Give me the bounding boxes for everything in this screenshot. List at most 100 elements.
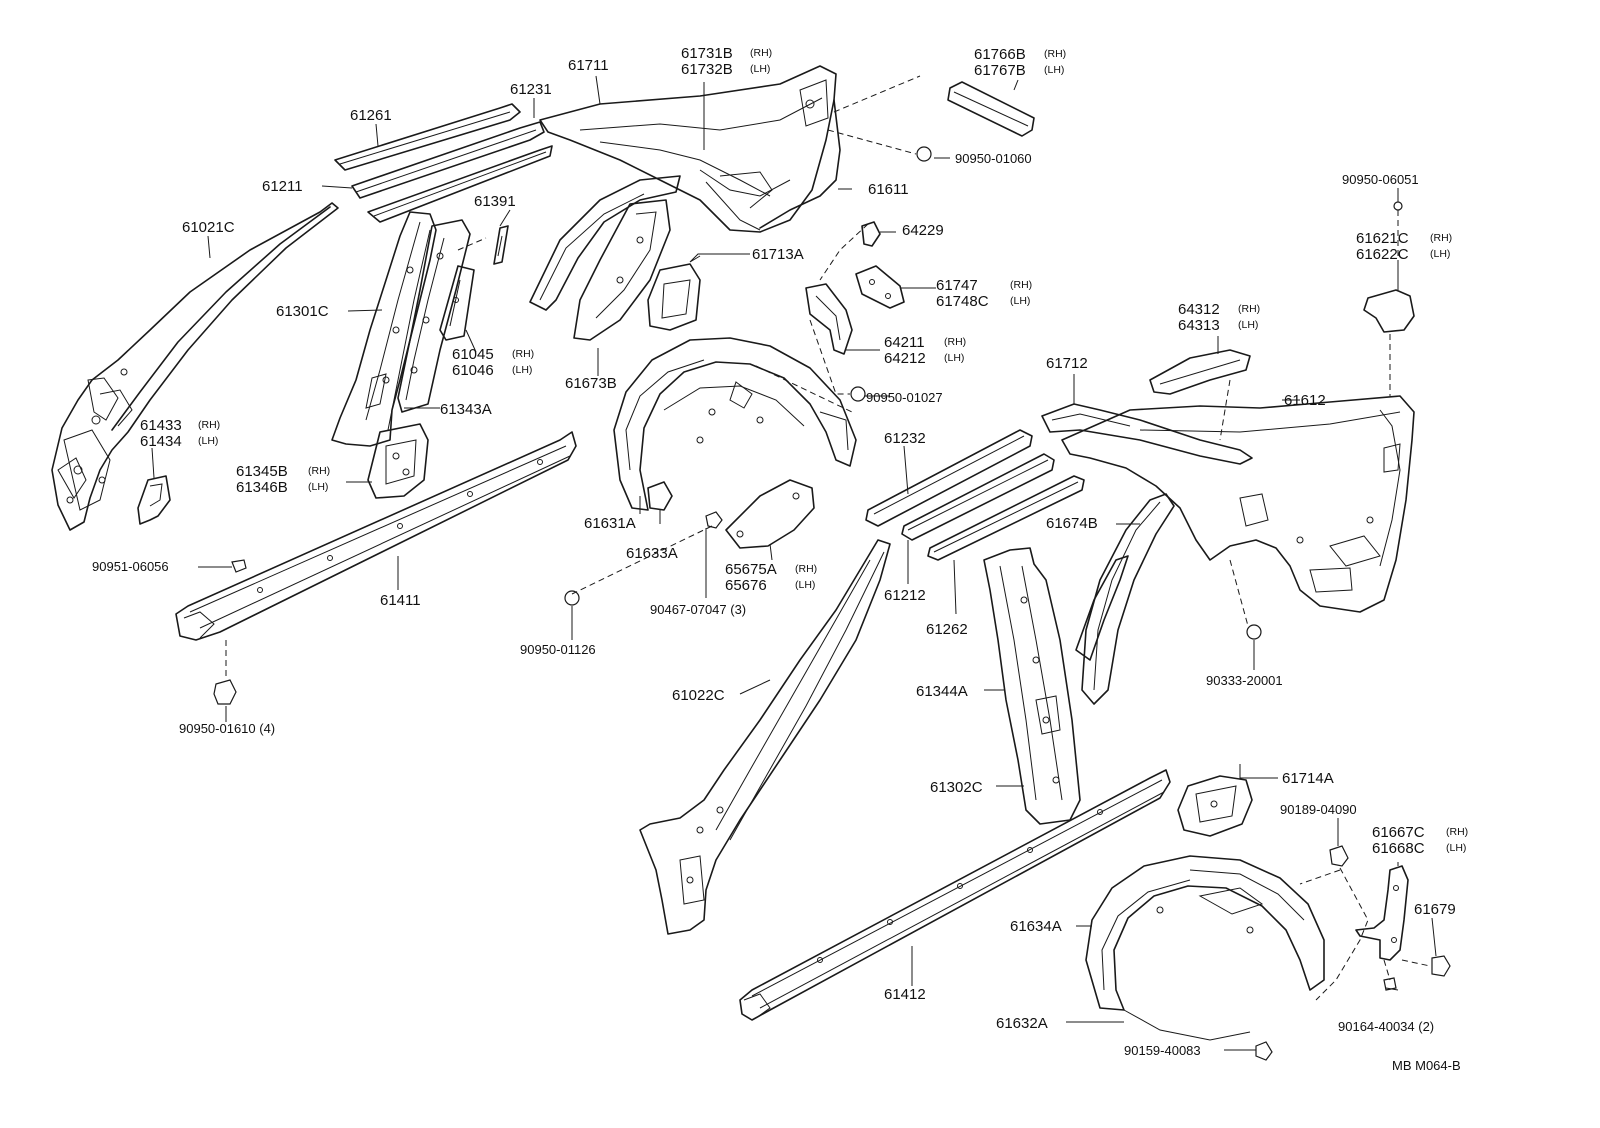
label-61433: 61433 [140,417,182,434]
label-64229: 64229 [902,222,944,239]
label-61667c-side: (RH) [1446,826,1468,838]
label-61346b: 61346B [236,479,288,496]
label-61021c: 61021C [182,219,235,236]
label-64312-side: (RH) [1238,303,1260,315]
fasteners [213,146,1451,1061]
label-61046-side: (LH) [512,364,532,376]
label-61748c: 61748C [936,293,989,310]
back-panel-61712 [1041,403,1253,465]
label-61673b: 61673B [565,375,617,392]
label-61301c: 61301C [276,303,329,320]
bracket-61667c [1355,865,1409,961]
label-61434-side: (LH) [198,435,218,447]
bracket-64211 [805,283,853,355]
label-61622c-side: (LH) [1430,248,1450,260]
label-61732b: 61732B [681,61,733,78]
label-61668c-side: (LH) [1446,842,1466,854]
label-61391: 61391 [474,193,516,210]
grommet-90950-01126 [564,590,580,606]
label-61434: 61434 [140,433,182,450]
label-61767b-side: (LH) [1044,64,1064,76]
label-61346b-side: (LH) [308,481,328,493]
rocker-panel-61411 [175,431,577,641]
rail-61766b [947,81,1035,137]
quarter-panel-61612 [1061,395,1415,613]
roof-rail-61211 [351,121,553,223]
clip-90467 [705,511,723,529]
front-pillar-61021c [51,202,339,531]
label-61634a: 61634A [1010,918,1062,935]
label-64212-side: (LH) [944,352,964,364]
wheelhouse-61674b [1075,493,1175,705]
strip-61391 [493,225,509,265]
label-61731b: 61731B [681,45,733,62]
label-61045: 61045 [452,346,494,363]
label-90951-06056: 90951-06056 [92,559,169,574]
bracket-64312 [1149,349,1251,395]
rocker-panel-61412 [739,769,1171,1021]
label-61713a: 61713A [752,246,804,263]
grommet-90333-20001 [1246,624,1262,640]
label-90950-06051: 90950-06051 [1342,172,1419,187]
label-61633a: 61633A [626,545,678,562]
label-61631a: 61631A [584,515,636,532]
label-61212: 61212 [884,587,926,604]
label-61611: 61611 [868,181,909,198]
label-61302c: 61302C [930,779,983,796]
label-90950-01610: 90950-01610 (4) [179,721,275,736]
label-61621c: 61621C [1356,230,1409,247]
label-61712: 61712 [1046,355,1088,372]
wheelhouse-liner-61631a [613,337,857,511]
roof-rail-61261 [334,103,521,171]
bracket-61433 [137,475,171,525]
clip-90189-04090 [1329,845,1349,867]
nut-61679 [1431,955,1451,977]
label-61731b-side: (RH) [750,47,772,59]
label-65675a: 65675A [725,561,777,578]
label-61345b: 61345B [236,463,288,480]
label-90164-40034: 90164-40034 (2) [1338,1019,1434,1034]
label-64313: 64313 [1178,317,1220,334]
bracket-61747 [855,265,905,309]
wheelhouse-61673b [529,175,681,311]
roof-rail-61232 [865,429,1033,527]
label-61022c: 61022C [672,687,725,704]
roof-rail-61262 [927,475,1085,561]
label-61766b-side: (RH) [1044,48,1066,60]
label-61412: 61412 [884,986,926,1003]
label-61231: 61231 [510,81,552,98]
drawing-code: MB M064-B [1392,1058,1461,1073]
label-64211-side: (RH) [944,336,966,348]
grommet-90950-01060 [916,146,932,162]
pillar-lower-61345b [367,423,429,499]
label-61345b-side: (RH) [308,465,330,477]
label-64212: 64212 [884,350,926,367]
label-61732b-side: (LH) [750,63,770,75]
part-labels: 61731B (RH) 61732B (LH) 61711 61231 6126… [92,45,1468,1073]
label-90467-07047: 90467-07047 (3) [650,602,746,617]
label-90333-20001: 90333-20001 [1206,673,1283,688]
seal-61633a [647,481,673,511]
roof-rail-61212 [901,453,1055,541]
screw-90159-40083 [1255,1041,1273,1061]
label-90950-01027: 90950-01027 [866,390,943,405]
label-61668c: 61668C [1372,840,1425,857]
label-61714a: 61714A [1282,770,1334,787]
label-61621c-side: (RH) [1430,232,1452,244]
clip-90951-06056 [231,559,247,573]
label-61232: 61232 [884,430,926,447]
wheelhouse-liner-61634a [1085,855,1325,1041]
center-pillar-61301c [331,211,437,447]
label-64312: 64312 [1178,301,1220,318]
label-61767b: 61767B [974,62,1026,79]
label-61262: 61262 [926,621,968,638]
label-90950-01060: 90950-01060 [955,151,1032,166]
label-90950-01126: 90950-01126 [520,642,596,657]
label-61748c-side: (LH) [1010,295,1030,307]
label-90189-04090: 90189-04090 [1280,802,1357,817]
label-64313-side: (LH) [1238,319,1258,331]
label-61632a: 61632A [996,1015,1048,1032]
label-61679: 61679 [1414,901,1456,918]
front-pillar-61022c [639,539,891,935]
